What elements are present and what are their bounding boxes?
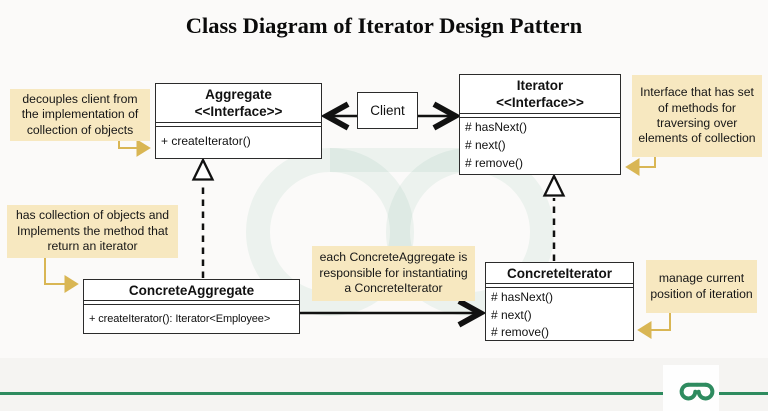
class-box-aggregate: Aggregate <<Interface>> + createIterator… <box>155 83 322 159</box>
note-iterator: Interface that has set of methods for tr… <box>632 75 762 157</box>
method-create-iterator-typed: + createIterator(): Iterator<Employee> <box>89 312 271 325</box>
note-connector-aggregate <box>118 139 151 157</box>
note-connector-iterator <box>625 157 656 176</box>
note-concreteiterator: manage current position of iteration <box>646 260 757 313</box>
method-hasnext: # hasNext() <box>465 120 528 135</box>
class-header-concreteiterator: ConcreteIterator <box>486 263 633 283</box>
method-next: # next() <box>491 307 532 322</box>
note-instantiation: each ConcreteAggregate is responsible fo… <box>312 246 475 301</box>
note-connector-concreteiterator <box>637 313 671 339</box>
geeksforgeeks-logo-icon <box>678 377 716 403</box>
class-box-client: Client <box>357 92 418 129</box>
footer-divider-line <box>0 392 768 395</box>
class-name: Aggregate <box>205 87 272 102</box>
class-header-concreteaggregate: ConcreteAggregate <box>84 280 299 300</box>
class-divider <box>460 112 620 118</box>
page-title: Class Diagram of Iterator Design Pattern <box>185 13 583 38</box>
class-methods-iterator: # hasNext() # next() # remove() <box>460 118 620 174</box>
method-hasnext: # hasNext() <box>491 290 554 305</box>
method-next: # next() <box>465 137 506 152</box>
method-remove: # remove() <box>465 155 524 170</box>
class-header-iterator: Iterator <<Interface>> <box>460 75 620 113</box>
footer-band <box>0 358 768 411</box>
class-name: ConcreteAggregate <box>128 283 255 298</box>
class-divider <box>84 300 299 306</box>
class-stereotype: <<Interface>> <box>194 104 283 120</box>
class-methods-concreteiterator: # hasNext() # next() # remove() <box>486 288 633 343</box>
realization-triangle-iterator <box>542 173 566 197</box>
class-methods-aggregate: + createIterator() <box>156 127 321 158</box>
note-connector-concreteaggregate <box>44 258 79 293</box>
class-header-aggregate: Aggregate <<Interface>> <box>156 84 321 122</box>
class-stereotype: <<Interface>> <box>496 95 584 111</box>
class-divider <box>486 283 633 289</box>
class-name: Client <box>370 103 405 118</box>
note-aggregate: decouples client from the implementation… <box>10 89 150 141</box>
note-concreteaggregate: has collection of objects and Implements… <box>7 205 178 258</box>
realization-triangle-aggregate <box>191 157 215 181</box>
class-methods-concreteaggregate: + createIterator(): Iterator<Employee> <box>84 305 299 333</box>
class-box-concreteaggregate: ConcreteAggregate + createIterator(): It… <box>83 279 300 334</box>
method-create-iterator: + createIterator() <box>161 134 251 149</box>
class-box-iterator: Iterator <<Interface>> # hasNext() # nex… <box>459 74 621 175</box>
class-name: ConcreteIterator <box>506 266 613 281</box>
method-remove: # remove() <box>491 325 550 340</box>
class-divider <box>156 121 321 127</box>
class-name: Iterator <box>516 78 564 93</box>
class-box-concreteiterator: ConcreteIterator # hasNext() # next() # … <box>485 262 634 341</box>
